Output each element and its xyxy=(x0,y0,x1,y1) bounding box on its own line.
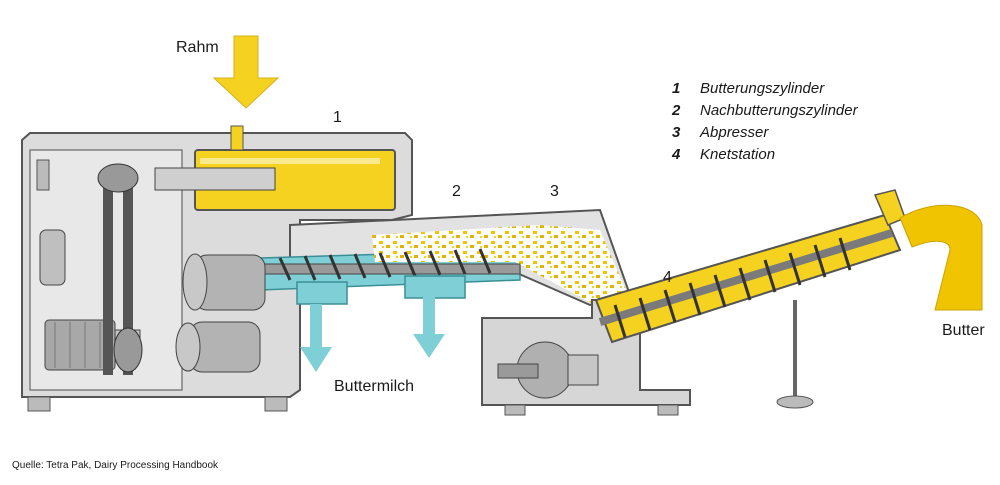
stage-number-4: 4 xyxy=(663,269,672,286)
legend-text: Abpresser xyxy=(699,124,769,141)
kneading-motor xyxy=(497,341,599,399)
drive-belt xyxy=(123,175,133,375)
stage-number-1: 1 xyxy=(333,109,342,126)
cream-inlet-arrow xyxy=(212,35,280,109)
pulley xyxy=(97,163,139,193)
pulley xyxy=(113,327,143,373)
butter-output xyxy=(899,204,983,311)
legend-text: Knetstation xyxy=(700,146,775,163)
legend-text: Butterungszylinder xyxy=(700,80,825,97)
support-stand xyxy=(776,300,814,409)
buttermilk-drain xyxy=(404,275,466,299)
legend: 1 Butterungszylinder 2 Nachbutterungszyl… xyxy=(671,80,859,163)
drive-motor xyxy=(175,253,266,373)
legend-number: 2 xyxy=(671,102,681,119)
buttermilk-outlet-arrow xyxy=(300,304,332,372)
pressure-tank xyxy=(39,229,66,286)
legend-text: Nachbutterungszylinder xyxy=(700,102,859,119)
legend-number: 4 xyxy=(671,146,681,163)
machine-foot xyxy=(504,404,526,416)
kneading-screw xyxy=(598,229,894,338)
butter-label: Butter xyxy=(942,322,985,339)
stage-number-3: 3 xyxy=(550,183,559,200)
buttermilk-drain xyxy=(296,281,348,305)
source-note: Quelle: Tetra Pak, Dairy Processing Hand… xyxy=(12,460,219,471)
legend-number: 3 xyxy=(672,124,681,141)
buttermilk-label: Buttermilch xyxy=(334,378,414,395)
screw-conveyor xyxy=(254,248,521,281)
stage-number-2: 2 xyxy=(452,183,461,200)
buttermilk-outlet-arrow xyxy=(413,296,445,358)
machine-foot xyxy=(657,404,679,416)
butter-granules xyxy=(372,225,630,305)
legend-number: 1 xyxy=(672,80,680,97)
machine-foot xyxy=(27,396,51,412)
drive-belt xyxy=(103,175,113,375)
machine-foot xyxy=(264,396,288,412)
cream-label: Rahm xyxy=(176,39,219,56)
